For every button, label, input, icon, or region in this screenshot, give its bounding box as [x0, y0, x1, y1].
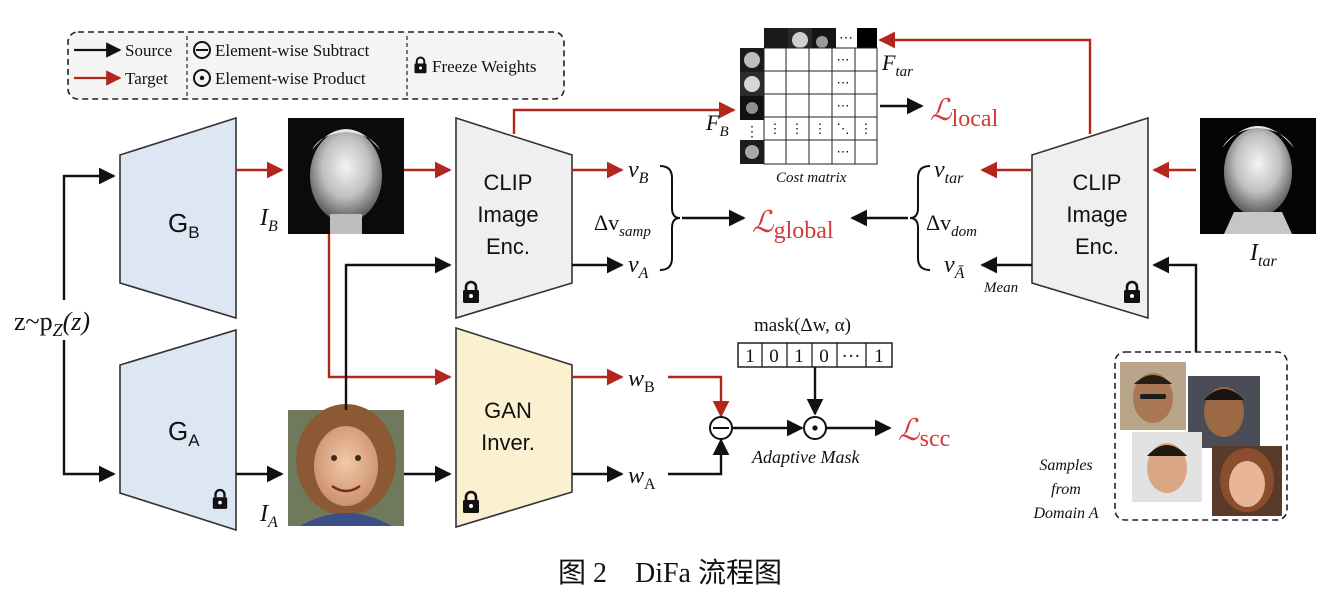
svg-text:⋯: ⋯: [837, 52, 850, 67]
wa-label: wA: [628, 463, 656, 493]
mean-label: Mean: [983, 280, 1018, 296]
svg-text:Image: Image: [1066, 202, 1127, 227]
svg-text:⋮: ⋮: [814, 121, 827, 136]
clip-encoder-right: CLIP Image Enc.: [1031, 116, 1149, 320]
left-brace: [659, 165, 681, 271]
image-ib: [288, 118, 404, 234]
gan-inversion-encoder: GAN Inver.: [455, 326, 573, 529]
svg-text:⋯: ⋯: [837, 144, 850, 159]
svg-text:Enc.: Enc.: [486, 234, 530, 259]
mask-vector: 1 0 1 0 ··· 1: [737, 342, 893, 368]
image-ia: [288, 404, 404, 526]
clip-encoder-left: CLIP Image Enc.: [455, 116, 573, 320]
svg-text:CLIP: CLIP: [484, 170, 533, 195]
svg-text:1: 1: [874, 346, 884, 367]
svg-text:GB: GB: [168, 208, 200, 242]
sample-face-4: [1212, 446, 1282, 516]
legend-source-label: Source: [125, 41, 172, 60]
adaptive-mask-label: Adaptive Mask: [751, 447, 860, 467]
svg-text:⋯: ⋯: [839, 31, 853, 46]
itar-label: Itar: [1249, 240, 1277, 270]
wb-label: wB: [628, 366, 655, 396]
generator-gb: GB: [119, 116, 237, 320]
generator-ga: GA: [119, 328, 237, 532]
svg-text:Inver.: Inver.: [481, 430, 535, 455]
ftar-patches: ⋯: [764, 28, 877, 48]
sample-face-3: [1132, 432, 1202, 502]
dv-samp-label: Δvsamp: [594, 210, 651, 240]
cost-matrix: ⋯ ⋮ ⋯ ⋯ ⋯ ⋮ ⋮ ⋮ ⋱ ⋮ ⋯: [740, 28, 878, 165]
wa-to-subtract-arrow: [668, 438, 730, 476]
fb-label: FB: [705, 110, 729, 140]
fb-patches: ⋮: [740, 48, 764, 164]
svg-text:⋮: ⋮: [791, 121, 804, 136]
mask-label: mask(Δw, α): [754, 315, 851, 336]
svg-text:⋮: ⋮: [769, 121, 782, 136]
ib-label: IB: [259, 205, 278, 235]
ia-to-clip-arrow: [344, 256, 452, 410]
svg-text:0: 0: [819, 346, 829, 367]
legend: Source Target Element-wise Subtract Elem…: [67, 31, 565, 100]
local-loss-label: ℒlocal: [930, 94, 999, 132]
svg-text:from: from: [1051, 481, 1081, 498]
svg-text:Enc.: Enc.: [1075, 234, 1119, 259]
svg-text:⋮: ⋮: [860, 121, 873, 136]
svg-text:CLIP: CLIP: [1073, 170, 1122, 195]
legend-product-label: Element-wise Product: [215, 69, 366, 88]
product-operator-icon: [803, 416, 827, 440]
subtract-operator-icon: [709, 416, 733, 440]
legend-freeze-label: Freeze Weights: [432, 57, 537, 76]
svg-text:⋮: ⋮: [745, 125, 759, 140]
svg-text:1: 1: [794, 346, 804, 367]
legend-subtract-label: Element-wise Subtract: [215, 41, 370, 60]
ib-to-gan-arrow: [327, 234, 452, 386]
dv-dom-label: Δvdom: [926, 210, 977, 240]
latent-label: z~pZ(z): [14, 307, 90, 340]
samples-to-clip-arrow: [1152, 256, 1198, 352]
svg-text:···: ···: [842, 346, 861, 367]
svg-text:GAN: GAN: [484, 398, 532, 423]
svg-text:0: 0: [769, 346, 779, 367]
scc-loss-label: ℒscc: [898, 414, 950, 452]
product-icon: [193, 69, 211, 87]
svg-text:Domain A: Domain A: [1032, 505, 1098, 522]
latent-to-gb-arrow: [62, 167, 116, 300]
sample-face-1: [1120, 362, 1186, 430]
cost-matrix-grid: [763, 47, 878, 165]
svg-text:⋱: ⋱: [837, 121, 850, 136]
wb-to-subtract-arrow: [668, 375, 730, 418]
svg-text:1: 1: [745, 346, 755, 367]
samples-from-domain-a: Samples from Domain A: [1032, 351, 1288, 522]
subtract-icon: [193, 41, 211, 59]
clip-to-cost-matrix-arrow: [512, 101, 736, 134]
legend-target-label: Target: [125, 69, 168, 88]
va-label: vA: [628, 252, 649, 282]
ftar-label: Ftar: [881, 50, 913, 80]
clip-right-to-cost-matrix-arrow: [878, 31, 1092, 134]
svg-text:⋯: ⋯: [837, 98, 850, 113]
image-itar: [1200, 118, 1316, 234]
svg-text:z~pZ(z): z~pZ(z): [14, 307, 90, 340]
cost-matrix-dots: ⋯ ⋯ ⋯ ⋮ ⋮ ⋮ ⋱ ⋮ ⋯: [769, 52, 873, 159]
cost-matrix-label: Cost matrix: [776, 170, 847, 186]
svg-text:⋯: ⋯: [837, 75, 850, 90]
latent-to-ga-arrow: [62, 340, 116, 483]
figure-caption: 图 2 DiFa 流程图: [558, 557, 782, 589]
vabar-label: vĀ: [944, 252, 965, 282]
vtar-label: vtar: [934, 157, 964, 187]
svg-text:Image: Image: [477, 202, 538, 227]
svg-text:GA: GA: [168, 416, 200, 450]
svg-text:Samples: Samples: [1039, 457, 1092, 474]
ia-label: IA: [259, 501, 278, 531]
global-loss-label: ℒglobal: [752, 206, 834, 244]
vb-label: vB: [628, 157, 649, 187]
right-brace: [909, 165, 931, 271]
